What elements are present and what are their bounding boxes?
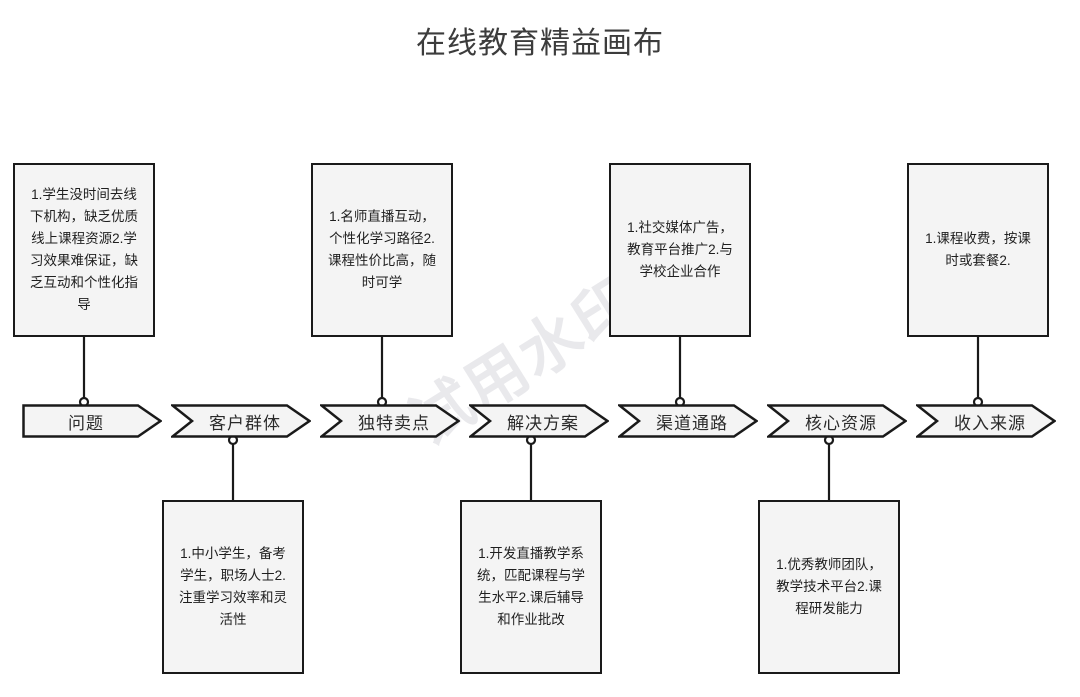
chevron-shape-channels	[618, 404, 758, 438]
detail-box-problem[interactable]: 1.学生没时间去线下机构，缺乏优质线上课程资源2.学习效果难保证，缺乏互动和个性…	[13, 163, 155, 337]
connector-shape-key-resources	[823, 434, 835, 511]
chevron-shape-customer-segments	[171, 404, 311, 438]
page-title: 在线教育精益画布	[416, 27, 664, 60]
connector-shape-unique-value-proposition	[376, 326, 388, 408]
chevron-revenue-streams[interactable]: 收入来源	[916, 404, 1056, 438]
chevron-shape-solution	[469, 404, 609, 438]
chevron-label-problem: 问题	[68, 413, 104, 433]
connector-unique-value-proposition	[372, 326, 392, 410]
detail-box-revenue-streams[interactable]: 1.课程收费，按课时或套餐2.	[907, 163, 1049, 337]
connector-shape-problem	[78, 326, 90, 408]
chevron-shape-problem	[22, 404, 162, 438]
detail-box-text-customer-segments: 1.中小学生，备考学生，职场人士2.注重学习效率和灵活性	[179, 546, 287, 627]
detail-box-text-revenue-streams: 1.课程收费，按课时或套餐2.	[925, 231, 1031, 268]
detail-box-text-key-resources: 1.优秀教师团队，教学技术平台2.课程研发能力	[776, 557, 882, 616]
detail-box-text-channels: 1.社交媒体广告，教育平台推广2.与学校企业合作	[627, 220, 733, 279]
detail-box-channels[interactable]: 1.社交媒体广告，教育平台推广2.与学校企业合作	[609, 163, 751, 337]
chevron-label-customer-segments: 客户群体	[209, 413, 281, 433]
chevron-label-unique-value-proposition: 独特卖点	[358, 413, 430, 433]
connector-key-resources	[819, 432, 839, 511]
chevron-key-resources[interactable]: 核心资源	[767, 404, 907, 438]
chevron-shape-revenue-streams	[916, 404, 1056, 438]
connector-shape-customer-segments	[227, 434, 239, 511]
connector-solution	[521, 432, 541, 511]
detail-box-text-solution: 1.开发直播教学系统，匹配课程与学生水平2.课后辅导和作业批改	[477, 546, 585, 627]
detail-box-customer-segments[interactable]: 1.中小学生，备考学生，职场人士2.注重学习效率和灵活性	[162, 500, 304, 674]
chevron-label-solution: 解决方案	[507, 413, 579, 433]
connector-shape-solution	[525, 434, 537, 511]
chevron-problem[interactable]: 问题	[22, 404, 162, 438]
chevron-shape-key-resources	[767, 404, 907, 438]
connector-channels	[670, 326, 690, 410]
chevron-channels[interactable]: 渠道通路	[618, 404, 758, 438]
chevron-label-channels: 渠道通路	[656, 413, 728, 433]
chevron-unique-value-proposition[interactable]: 独特卖点	[320, 404, 460, 438]
connector-customer-segments	[223, 432, 243, 511]
connector-problem	[74, 326, 94, 410]
connector-revenue-streams	[968, 326, 988, 410]
chevron-label-revenue-streams: 收入来源	[954, 413, 1026, 433]
detail-box-unique-value-proposition[interactable]: 1.名师直播互动，个性化学习路径2.课程性价比高，随时可学	[311, 163, 453, 337]
chevron-solution[interactable]: 解决方案	[469, 404, 609, 438]
chevron-customer-segments[interactable]: 客户群体	[171, 404, 311, 438]
detail-box-solution[interactable]: 1.开发直播教学系统，匹配课程与学生水平2.课后辅导和作业批改	[460, 500, 602, 674]
connector-shape-channels	[674, 326, 686, 408]
detail-box-text-problem: 1.学生没时间去线下机构，缺乏优质线上课程资源2.学习效果难保证，缺乏互动和个性…	[30, 187, 138, 312]
chevron-label-key-resources: 核心资源	[805, 413, 877, 433]
connector-shape-revenue-streams	[972, 326, 984, 408]
detail-box-key-resources[interactable]: 1.优秀教师团队，教学技术平台2.课程研发能力	[758, 500, 900, 674]
chevron-shape-unique-value-proposition	[320, 404, 460, 438]
detail-box-text-unique-value-proposition: 1.名师直播互动，个性化学习路径2.课程性价比高，随时可学	[328, 209, 436, 290]
